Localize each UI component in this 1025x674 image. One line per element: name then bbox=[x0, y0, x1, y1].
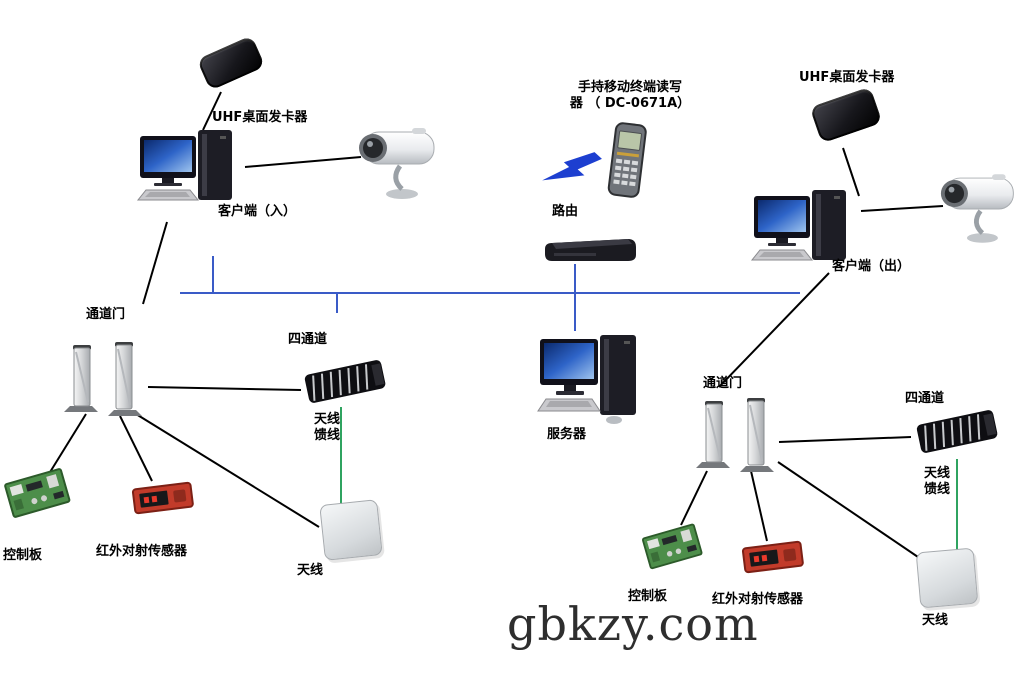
lightning-bolt-icon bbox=[542, 152, 602, 181]
camera-icon bbox=[940, 174, 1014, 243]
rfid-reader-icon bbox=[916, 410, 998, 453]
server-computer bbox=[536, 333, 644, 425]
antenna-icon bbox=[915, 547, 979, 609]
client-computer-out bbox=[750, 188, 858, 266]
line-clientout-gateright bbox=[718, 272, 830, 388]
label-antenna-right: 天线 bbox=[922, 613, 949, 628]
label-feeder-left: 天线馈线 bbox=[314, 412, 341, 443]
wireless-link bbox=[542, 147, 607, 203]
camera-icon bbox=[359, 128, 435, 199]
feeder-lines bbox=[340, 407, 958, 554]
label-client-out: 客户端（出） bbox=[832, 259, 911, 274]
handheld-reader-icon bbox=[607, 122, 647, 198]
infrared-sensor-icon bbox=[741, 540, 804, 574]
label-uhf-reader-right: UHF桌面发卡器 bbox=[799, 70, 895, 85]
surveillance-camera-right bbox=[938, 172, 1023, 244]
label-control-board-right: 控制板 bbox=[628, 589, 668, 604]
uhf-reader-icon bbox=[809, 86, 883, 144]
label-four-channel-left: 四通道 bbox=[288, 332, 328, 347]
label-client-in: 客户端（入） bbox=[218, 204, 297, 219]
uhf-desktop-reader-left bbox=[196, 35, 268, 94]
label-uhf-reader-left: UHF桌面发卡器 bbox=[212, 110, 308, 125]
line-gateleft-antenna bbox=[135, 413, 320, 528]
label-handheld-terminal: 手持移动终端读写 器 （ DC-0671A） bbox=[566, 80, 694, 111]
pcb-icon bbox=[641, 523, 703, 570]
client-computer-in bbox=[136, 128, 244, 206]
desktop-computer-icon bbox=[750, 190, 846, 261]
line-clientin-camera bbox=[244, 156, 362, 168]
uhf-reader-icon bbox=[196, 35, 266, 91]
antenna-panel-left bbox=[319, 499, 383, 561]
label-antenna-left: 天线 bbox=[297, 563, 324, 578]
label-gate-left: 通道门 bbox=[86, 307, 126, 322]
router-device bbox=[542, 231, 640, 265]
infrared-sensor-icon bbox=[131, 481, 194, 515]
label-handheld-line1: 手持移动终端读写 bbox=[577, 80, 682, 95]
line-gateright-antenna bbox=[777, 461, 919, 558]
line-gateleft-irsensor bbox=[119, 415, 153, 482]
ir-sensor-right bbox=[740, 537, 806, 579]
antenna-icon bbox=[319, 499, 383, 561]
four-channel-reader-right bbox=[910, 402, 1004, 460]
label-router: 路由 bbox=[552, 204, 579, 219]
antenna-panel-right bbox=[915, 547, 979, 609]
router-icon bbox=[545, 239, 636, 261]
ir-sensor-left bbox=[130, 478, 196, 520]
channel-gate-right bbox=[694, 394, 778, 474]
line-gateright-irsensor bbox=[750, 470, 768, 542]
uhf-desktop-reader-right bbox=[806, 84, 892, 148]
line-uhfright-clientout bbox=[842, 147, 860, 197]
label-server: 服务器 bbox=[547, 427, 587, 442]
line-gateright-fourchannel bbox=[778, 436, 912, 443]
handheld-terminal bbox=[598, 122, 656, 202]
pcb-icon bbox=[4, 468, 71, 518]
line-gateleft-fourchannel bbox=[147, 386, 302, 391]
four-channel-reader-left bbox=[298, 352, 392, 410]
gate-pillars-icon bbox=[696, 398, 774, 472]
network-bus-lines bbox=[180, 256, 800, 331]
black-connector-lines bbox=[46, 91, 944, 558]
line-clientin-gateleft bbox=[142, 221, 168, 305]
label-ir-sensor-left: 红外对射传感器 bbox=[96, 544, 188, 559]
desktop-computer-icon bbox=[136, 130, 232, 201]
label-gate-right: 通道门 bbox=[703, 376, 743, 391]
label-four-channel-right: 四通道 bbox=[905, 391, 945, 406]
line-uhfleft-clientin bbox=[202, 91, 222, 131]
line-gateright-controlboard bbox=[680, 470, 708, 526]
line-clientout-camera bbox=[860, 205, 944, 212]
channel-gate-left bbox=[62, 338, 146, 418]
surveillance-camera-left bbox=[356, 126, 444, 200]
server-icon bbox=[537, 335, 636, 424]
label-ir-sensor-right: 红外对射传感器 bbox=[712, 592, 804, 607]
label-handheld-line2: 器 （ DC-0671A） bbox=[569, 95, 691, 111]
watermark-text: gbkzy.com bbox=[507, 597, 759, 651]
gate-pillars-icon bbox=[64, 342, 142, 416]
rfid-reader-icon bbox=[304, 360, 386, 403]
label-feeder-right: 天线馈线 bbox=[924, 466, 951, 497]
control-board-left bbox=[2, 462, 72, 522]
label-control-board-left: 控制板 bbox=[3, 548, 43, 563]
control-board-right bbox=[640, 518, 704, 573]
line-gateleft-controlboard bbox=[46, 413, 87, 478]
